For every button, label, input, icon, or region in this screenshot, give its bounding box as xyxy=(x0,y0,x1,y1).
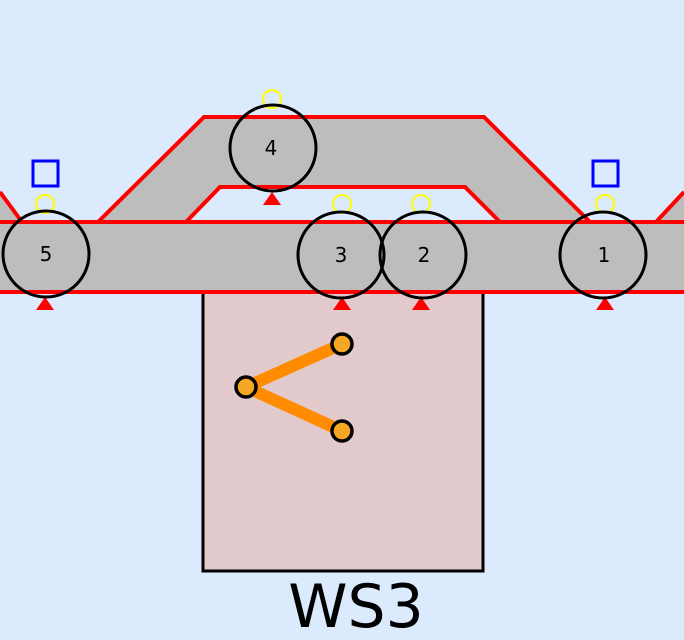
arm-joint-upper xyxy=(330,332,354,356)
right-edge-rail xyxy=(654,190,684,224)
arm-segment-lower xyxy=(240,381,348,437)
station-node-1[interactable]: 1 xyxy=(558,210,648,300)
bypass-track xyxy=(98,117,590,222)
node-circle xyxy=(558,210,648,300)
blue-square-marker-1 xyxy=(591,159,620,188)
arm-joint-lower xyxy=(330,419,354,443)
station-node-2[interactable]: 2 xyxy=(378,210,468,300)
arm-joint-base xyxy=(234,375,258,399)
triangle-marker-4 xyxy=(263,192,281,205)
node-circle xyxy=(1,209,91,299)
sensor-4 xyxy=(262,89,282,109)
station-node-3[interactable]: 3 xyxy=(296,210,386,300)
station-node-5[interactable]: 5 xyxy=(1,209,91,299)
arm-segment-upper xyxy=(240,338,348,393)
node-circle xyxy=(378,210,468,300)
bypass-rail-outer xyxy=(96,115,592,224)
node-label-5: 5 xyxy=(40,242,53,266)
node-label-1: 1 xyxy=(598,243,611,267)
triangle-marker-1 xyxy=(596,297,614,310)
triangle-marker-3 xyxy=(333,297,351,310)
left-edge-rail xyxy=(0,190,24,224)
position-markers xyxy=(36,192,614,310)
bypass-rail-inner xyxy=(184,185,502,224)
node-label-2: 2 xyxy=(418,243,431,267)
node-label-4: 4 xyxy=(265,136,278,160)
sensor-5 xyxy=(35,194,55,214)
node-circle xyxy=(296,210,386,300)
node-label-3: 3 xyxy=(335,243,348,267)
workstation-label: WS3 xyxy=(288,572,424,640)
node-circle xyxy=(228,103,318,193)
robot-arm[interactable] xyxy=(234,332,354,443)
triangle-marker-2 xyxy=(412,297,430,310)
rails xyxy=(0,115,684,294)
station-node-4[interactable]: 4 xyxy=(228,103,318,193)
blue-square-marker-5 xyxy=(31,159,60,188)
triangle-marker-5 xyxy=(36,297,54,310)
